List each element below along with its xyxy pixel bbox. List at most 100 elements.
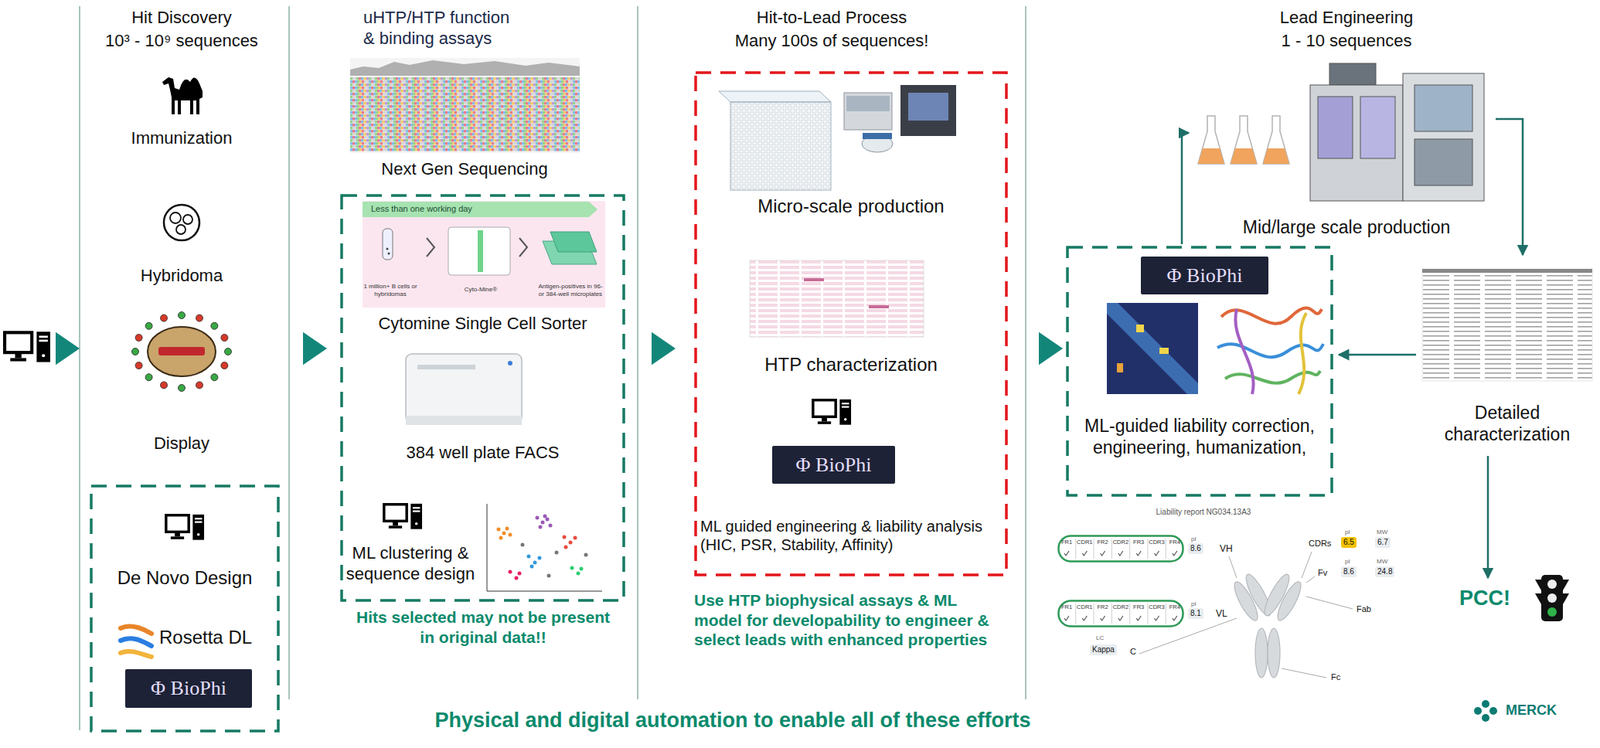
image-text: Cyto-Mine® [449, 285, 512, 294]
umap-plot [584, 553, 589, 558]
htp-table-image [749, 260, 924, 338]
lab-instruments [846, 95, 890, 112]
leader-line [1306, 596, 1353, 610]
leader-line [1301, 551, 1312, 579]
sequencing-image [350, 57, 580, 154]
traffic-light [1541, 575, 1563, 622]
production-system [1317, 96, 1353, 159]
column-heading: Hit-to-Lead Process [684, 7, 979, 29]
umap-plot [508, 533, 513, 538]
cytomine-image [386, 248, 389, 251]
sequencing-image [350, 57, 580, 154]
merck-logo-mark [1481, 700, 1490, 709]
cytomine-image [477, 230, 484, 273]
facs-instrument [405, 415, 522, 426]
rosetta-icon [120, 651, 152, 658]
production-system [1329, 63, 1376, 86]
cytomine-image [388, 252, 391, 256]
umap-plot [530, 565, 535, 569]
text-label: MW [1376, 558, 1388, 566]
text-label: 8.1 [1188, 608, 1204, 620]
flow-triangle [55, 332, 80, 366]
dashed-outline [695, 72, 1007, 576]
umap-plot [517, 571, 522, 576]
yeast-display-icon [224, 348, 232, 356]
text-label: LC [1096, 634, 1104, 643]
umap-plot [527, 554, 532, 559]
umap-plot [520, 543, 525, 548]
traffic-light [1547, 579, 1557, 589]
lab-instruments [844, 85, 957, 153]
umap-plot [499, 536, 504, 541]
hybridoma-icon [170, 212, 181, 224]
traffic-light [1547, 593, 1557, 603]
hybridoma-icon [163, 204, 200, 241]
region-cell: FR2 [1093, 603, 1112, 611]
text-label: CDRs [1308, 538, 1332, 549]
production-system [1402, 73, 1485, 201]
text-label: 6.7 [1375, 537, 1391, 549]
yeast-display-icon [132, 348, 140, 356]
cytomine-image [362, 201, 598, 218]
computer-icon [166, 514, 205, 541]
region-cell: FR4 [1165, 538, 1184, 546]
yeast-display-icon [221, 334, 229, 342]
deep-well-plate [718, 91, 831, 191]
umap-plot [527, 554, 542, 569]
umap-plot [514, 576, 519, 581]
text-label: 24.8 [1375, 566, 1395, 578]
umap-plot [537, 556, 542, 561]
characterization-table [1422, 268, 1593, 382]
facs-instrument [417, 364, 476, 370]
flasks [1262, 148, 1290, 164]
text-label: pI [1191, 535, 1197, 544]
node-text: ML guided engineering & liability analys… [700, 517, 1004, 555]
framework-row [1058, 536, 1184, 562]
traffic-light [1562, 593, 1570, 605]
lab-instruments [900, 85, 957, 137]
node-text: Micro-scale production [694, 194, 1008, 218]
text-label: Next Gen Sequencing [348, 159, 581, 181]
antibody-figure [1267, 628, 1280, 678]
process-arrow [1487, 456, 1490, 579]
production-system [1414, 139, 1473, 186]
column-subheading: Many 100s of sequences! [684, 30, 979, 52]
traffic-light [1535, 575, 1570, 622]
umap-plot [486, 503, 488, 592]
text-label: VH [1219, 543, 1233, 555]
production-system [1360, 96, 1396, 159]
traffic-light [1547, 607, 1557, 617]
sequencing-image [350, 60, 580, 76]
merck-logo-mark [1474, 700, 1498, 722]
contact-map-and-structure [1116, 363, 1124, 373]
region-cell: CDR2 [1111, 603, 1130, 611]
note: Use HTP biophysical assays & ML model fo… [694, 590, 1008, 651]
contact-map-and-structure [1106, 302, 1199, 395]
umap-plot [545, 517, 550, 522]
umap-plot [547, 574, 552, 579]
umap-plot [570, 566, 575, 571]
cytomine-image [426, 238, 435, 257]
text-label: pI [1344, 558, 1351, 566]
node-text: HTP characterization [694, 353, 1008, 376]
column-heading: uHTP/HTP function & binding assays [363, 7, 518, 50]
text-label: VL [1215, 608, 1228, 620]
facs-instrument [405, 354, 522, 426]
dashed-outline [341, 195, 624, 601]
column-divider [1024, 6, 1027, 700]
contact-map-and-structure [1159, 347, 1169, 355]
text-label: Liability report NG034.13A3 [1118, 507, 1289, 518]
text-label: pI [1191, 600, 1197, 609]
umap-plot [486, 591, 603, 593]
umap-plot [568, 541, 573, 545]
region-cell: CDR3 [1147, 603, 1166, 611]
dashed-outline [91, 486, 279, 732]
node-text: De Novo Design [89, 566, 280, 589]
framework-row [1058, 536, 1184, 627]
hybridoma-icon [176, 224, 186, 235]
region-cell: FR3 [1130, 538, 1148, 546]
text-label: Fab [1356, 604, 1372, 615]
framework-row [1058, 601, 1184, 627]
dashed-outline [340, 194, 626, 603]
rosetta-icon [120, 638, 152, 647]
